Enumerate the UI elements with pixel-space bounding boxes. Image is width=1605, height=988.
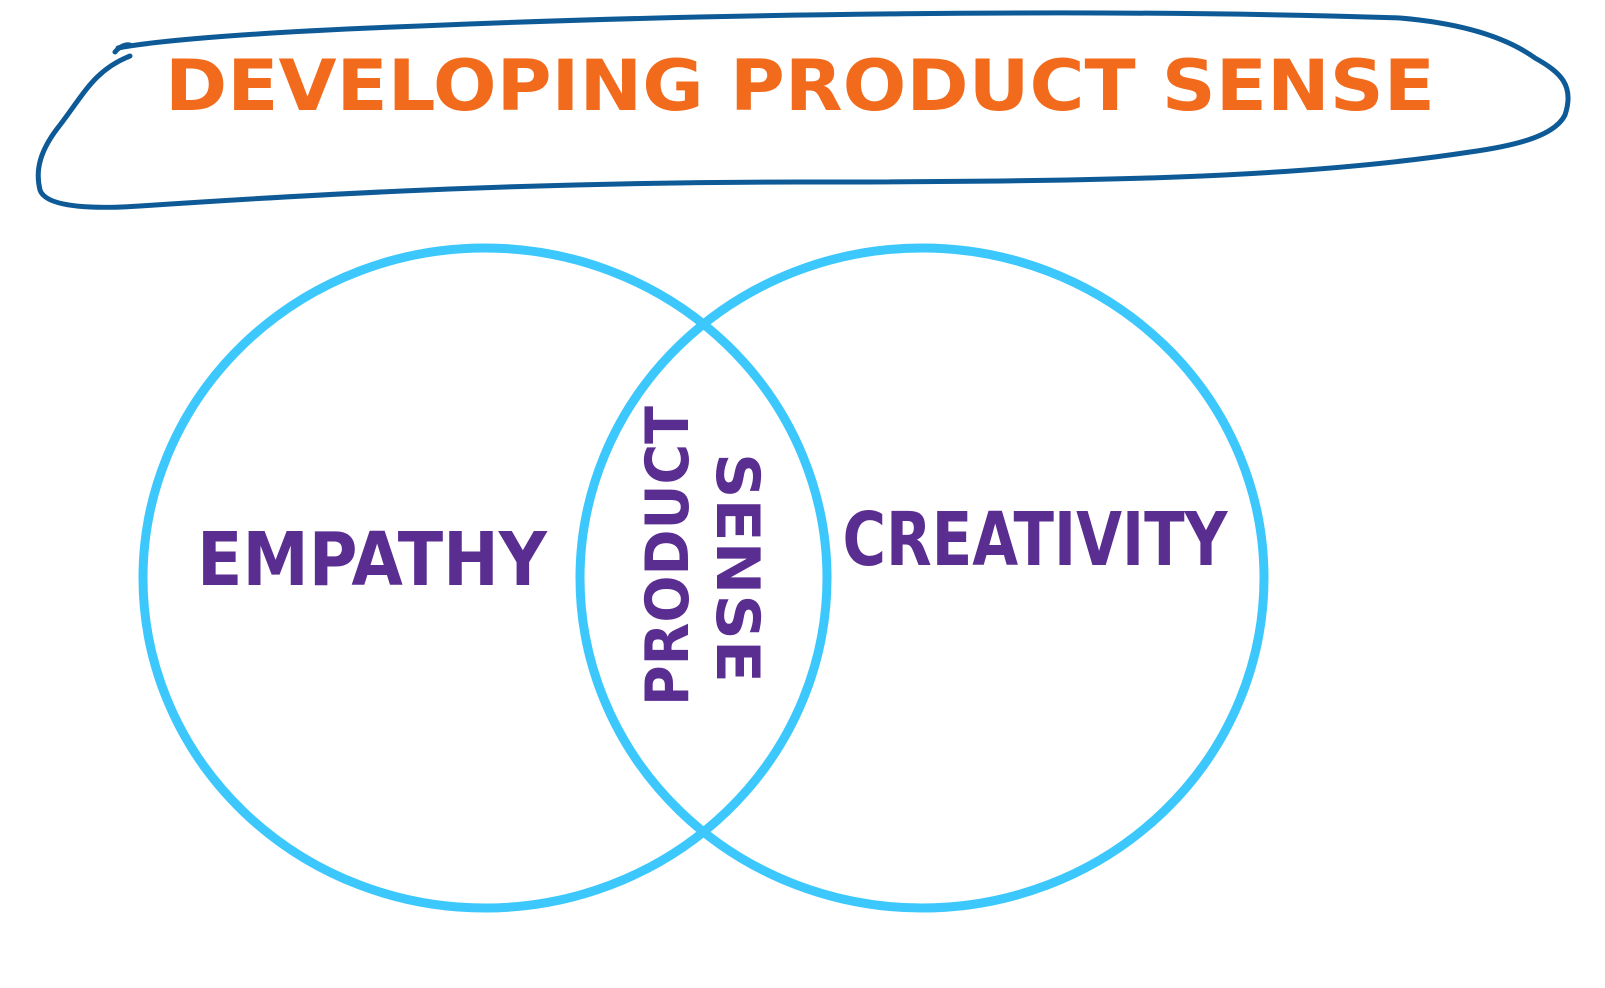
creativity-label: CREATIVITY — [843, 497, 1229, 583]
title-outline-tail — [112, 42, 133, 55]
empathy-label: EMPATHY — [197, 517, 548, 603]
intersection-label-product: PRODUCT — [633, 406, 703, 706]
left-circle — [138, 243, 832, 913]
title-outline — [35, 10, 1571, 210]
right-circle — [575, 243, 1269, 913]
intersection-label-sense: SENSE — [702, 453, 772, 683]
title: DEVELOPING PRODUCT SENSE — [165, 45, 1435, 127]
